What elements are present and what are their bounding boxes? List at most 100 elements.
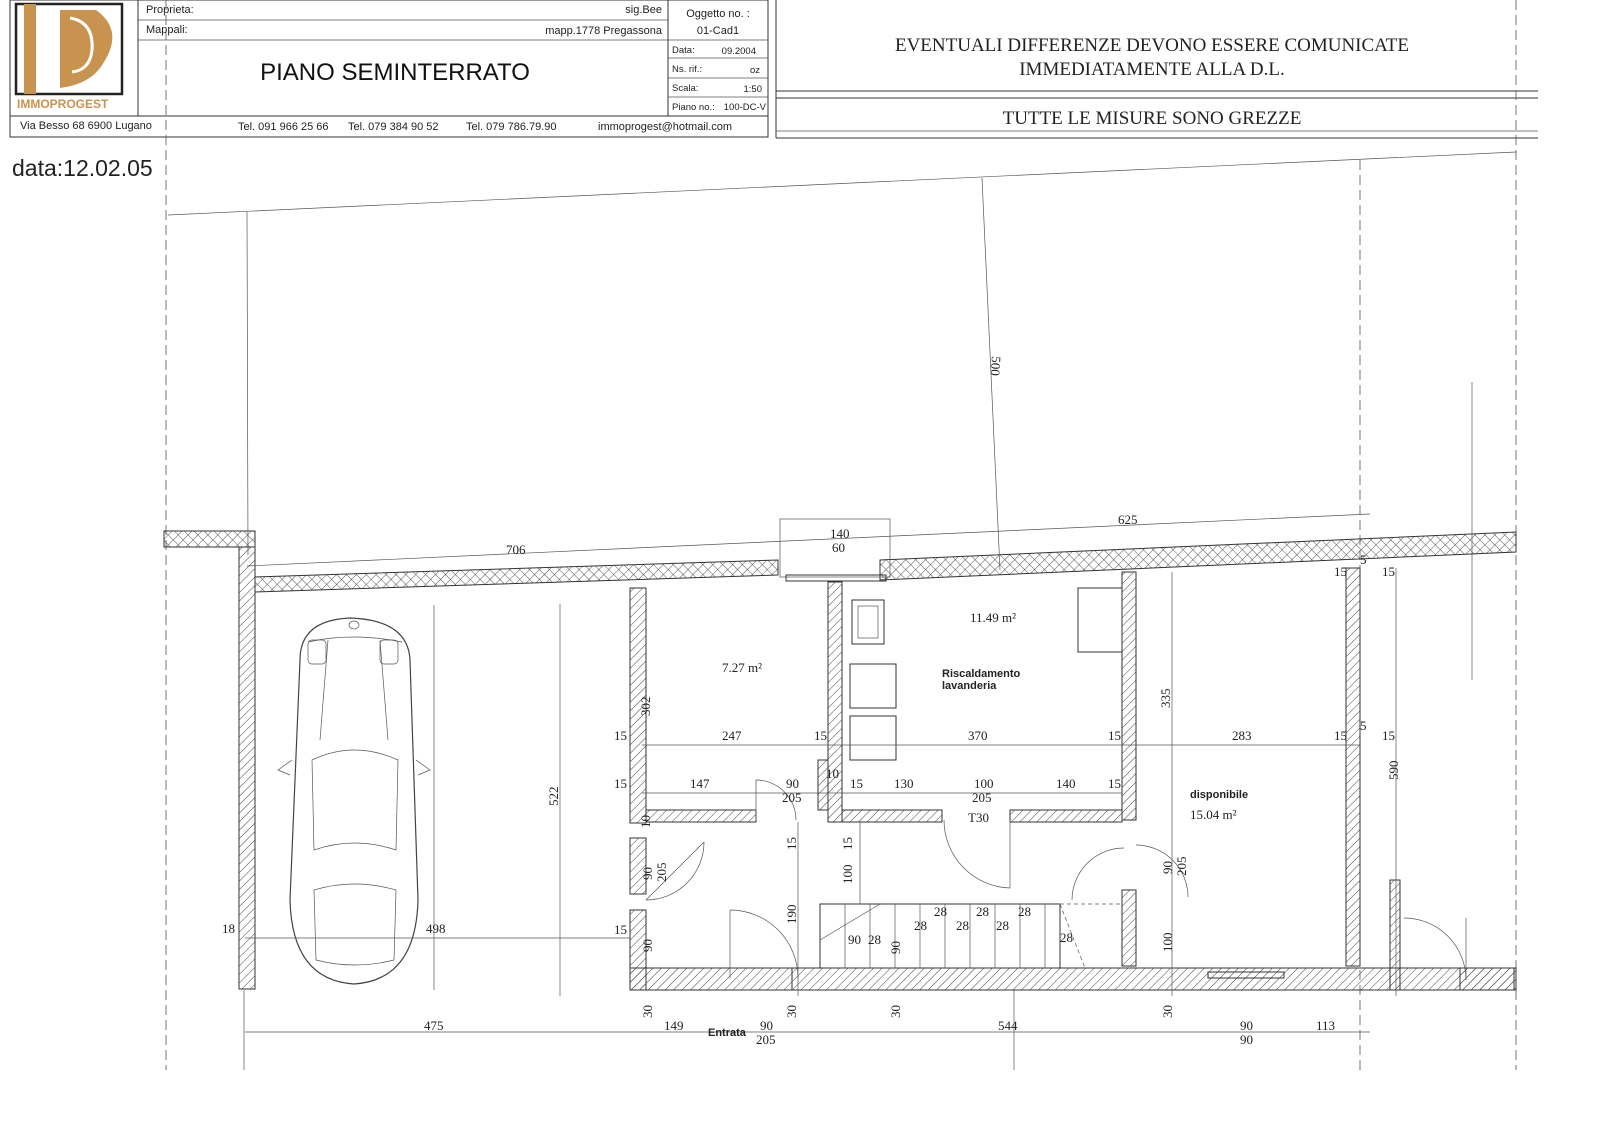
drawing-title: PIANO SEMINTERRATO [260, 59, 530, 86]
nsrif-value: oz [750, 65, 760, 76]
room-area-3: 15.04 m² [1190, 807, 1237, 822]
dim-r2-205: 205 [782, 790, 802, 805]
piano-label: Piano no.: [672, 102, 715, 113]
mappali-label: Mappali: [146, 24, 188, 36]
notice-line-2: IMMEDIATAMENTE ALLA D.L. [1019, 59, 1285, 80]
immoprogest-logo: IMMOPROGEST [14, 2, 124, 111]
scala-value: 1:50 [744, 84, 763, 95]
address: Via Besso 68 6900 Lugano [20, 120, 152, 132]
dim-stair-28b: 28 [914, 918, 927, 933]
dim-r2-15: 15 [614, 776, 627, 791]
phone-2: Tel. 079 384 90 52 [348, 121, 439, 133]
dim-r1-15e: 15 [1382, 728, 1395, 743]
dim-r2-140: 140 [1056, 776, 1076, 791]
dim-r2-130: 130 [894, 776, 914, 791]
dim-stair-28g: 28 [1018, 904, 1031, 919]
dim-r2-10: 10 [826, 766, 839, 781]
dim-b475: 475 [424, 1018, 444, 1033]
phone-3: Tel. 079 786.79.90 [466, 121, 557, 133]
dim-b90b: 90 [1240, 1018, 1253, 1033]
dim-5-top: 5 [1360, 552, 1367, 567]
notice-line-3: TUTTE LE MISURE SONO GREZZE [1003, 108, 1302, 129]
proprieta-label: Proprieta: [146, 4, 194, 16]
dim-b544: 544 [998, 1018, 1018, 1033]
dim-r1-247: 247 [722, 728, 742, 743]
dim-302: 302 [638, 697, 653, 717]
dim-v90a: 90 [640, 867, 655, 880]
door-label-t30: T30 [968, 810, 989, 825]
dim-522: 522 [546, 787, 561, 807]
data-value: 09.2004 [722, 46, 756, 57]
dim-r2-90: 90 [786, 776, 799, 791]
dim-15f: 15 [614, 922, 627, 937]
dim-stair-28d: 28 [956, 918, 969, 933]
dim-r1-15d: 15 [1334, 728, 1347, 743]
scala-label: Scala: [672, 83, 698, 94]
oggetto-label: Oggetto no. : [686, 8, 750, 20]
dim-b113: 113 [1316, 1018, 1335, 1033]
room-area-1: 7.27 m² [722, 660, 762, 675]
dim-498: 498 [426, 921, 446, 936]
dim-b30d: 30 [1160, 1005, 1175, 1018]
dim-15-top-b: 15 [1382, 564, 1395, 579]
dim-v90b: 90 [1160, 861, 1175, 874]
nsrif-label: Ns. rif.: [672, 64, 702, 75]
dim-b30c: 30 [888, 1005, 903, 1018]
dim-v15b: 15 [840, 837, 855, 850]
dim-b90c: 90 [1240, 1032, 1253, 1047]
room-name-disponibile: disponibile [1190, 789, 1248, 801]
dim-b30a: 30 [640, 1005, 655, 1018]
data-label: Data: [672, 45, 695, 56]
dim-r2-147: 147 [690, 776, 710, 791]
dim-500: 500 [988, 356, 1004, 376]
car-icon [277, 617, 431, 985]
dim-stair-90: 90 [848, 932, 861, 947]
dim-b149: 149 [664, 1018, 684, 1033]
dim-r1-5: 5 [1360, 718, 1367, 733]
dim-v10: 10 [638, 815, 653, 828]
dim-b205: 205 [756, 1032, 776, 1047]
window-top [779, 518, 891, 582]
dim-r1-283: 283 [1232, 728, 1252, 743]
phone-1: Tel. 091 966 25 66 [238, 121, 329, 133]
proprieta-value: sig.Bee [625, 4, 662, 16]
date-stamp: data:12.02.05 [12, 155, 153, 181]
dim-r1-15b: 15 [814, 728, 827, 743]
dim-r2-15b: 15 [850, 776, 863, 791]
oggetto-value: 01-Cad1 [697, 25, 739, 37]
dim-v205a: 205 [654, 863, 669, 883]
dim-stair-28h: 28 [1060, 930, 1073, 945]
dim-stair-28c: 28 [934, 904, 947, 919]
dim-60: 60 [832, 540, 845, 555]
dim-stair-90b: 90 [888, 941, 903, 954]
dim-v90c: 90 [640, 939, 655, 952]
dim-v15a: 15 [784, 837, 799, 850]
dimension-lines [245, 177, 1397, 1033]
dim-v100b: 100 [1160, 933, 1175, 953]
dim-140: 140 [830, 526, 850, 541]
dim-706: 706 [506, 542, 526, 557]
dim-r2-205b: 205 [972, 790, 992, 805]
room-area-2: 11.49 m² [970, 610, 1016, 625]
dim-stair-28a: 28 [868, 932, 881, 947]
dim-590: 590 [1386, 761, 1401, 781]
dim-b90: 90 [760, 1018, 773, 1033]
notice-box: EVENTUALI DIFFERENZE DEVONO ESSERE COMUN… [775, 0, 1538, 139]
dim-625: 625 [1118, 512, 1138, 527]
dim-v100a: 100 [840, 865, 855, 885]
dim-v205b: 205 [1174, 857, 1189, 877]
appliances [849, 587, 1123, 761]
notice-line-1: EVENTUALI DIFFERENZE DEVONO ESSERE COMUN… [895, 35, 1409, 56]
doors [645, 779, 1467, 981]
dim-r2-100: 100 [974, 776, 994, 791]
room-name-riscaldamento: Riscaldamento [942, 668, 1021, 680]
logo-text: IMMOPROGEST [17, 97, 109, 111]
dim-r1-15c: 15 [1108, 728, 1121, 743]
room-labels: 7.27 m² 11.49 m² Riscaldamento lavanderi… [708, 610, 1248, 1039]
title-block: IMMOPROGEST Proprieta: sig.Bee Mappali: … [9, 0, 769, 138]
dim-b30b: 30 [784, 1005, 799, 1018]
room-name-lavanderia: lavanderia [942, 680, 997, 692]
dim-v190: 190 [784, 905, 799, 925]
dim-335: 335 [1158, 689, 1173, 709]
